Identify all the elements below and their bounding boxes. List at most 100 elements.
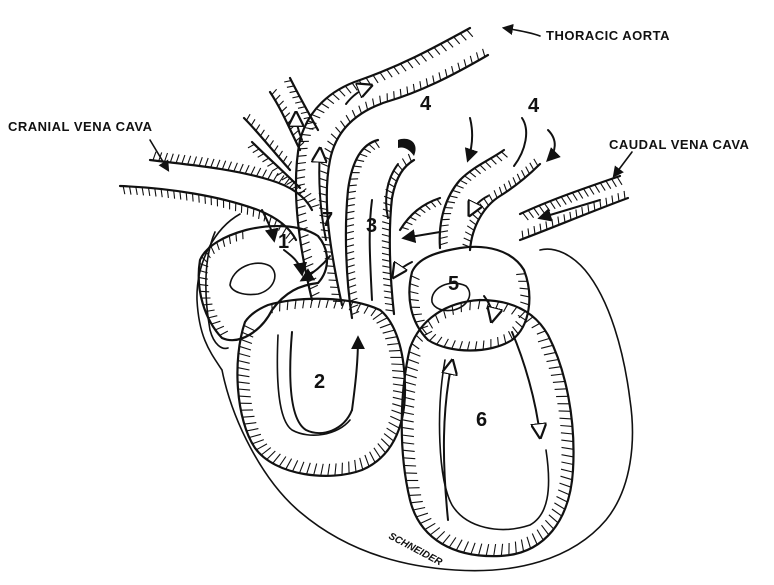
hatch-stroke (456, 185, 464, 188)
hatch-stroke (328, 464, 330, 476)
hatch-stroke (346, 252, 354, 254)
hatch-stroke (517, 174, 520, 182)
hatch-stroke (284, 113, 289, 118)
hatch-stroke (402, 443, 414, 444)
label-leaders (150, 28, 632, 176)
hatch-stroke (545, 203, 550, 211)
hatch-stroke (515, 542, 516, 554)
hatch-stroke (335, 463, 336, 475)
hatch-stroke (251, 119, 255, 125)
hatch-stroke (245, 165, 249, 173)
hatch-stroke (256, 444, 267, 450)
hatch-stroke (236, 233, 237, 241)
hatch-stroke (578, 191, 583, 199)
hatch-stroke (499, 187, 502, 195)
hatch-stroke (289, 237, 295, 243)
hatch-stroke (469, 172, 475, 177)
artist-signature: SCHNEIDER (387, 531, 445, 569)
hatch-stroke (371, 308, 376, 316)
hatch-stroke (200, 291, 209, 292)
hatch-stroke (557, 497, 568, 503)
hatch-stroke (552, 509, 562, 516)
hatch-stroke (496, 155, 502, 161)
hatch-stroke (267, 163, 273, 167)
hatch-stroke (312, 115, 321, 119)
hatch-stroke (425, 523, 435, 529)
hatch-stroke (494, 190, 497, 198)
hatch-stroke (359, 154, 367, 157)
hatch-stroke (394, 67, 400, 74)
hatch-stroke (558, 490, 569, 495)
hatch-stroke (416, 335, 423, 341)
hatch-stroke (262, 170, 266, 178)
hatch-stroke (346, 245, 354, 247)
hatch-stroke (321, 464, 324, 476)
hatch-stroke (467, 226, 474, 231)
hatch-stroke (445, 208, 453, 209)
hatch-stroke (595, 185, 600, 193)
hatch-stroke (319, 178, 327, 181)
hatch-stroke (257, 168, 261, 176)
hatch-stroke (292, 96, 299, 98)
hatch-stroke (407, 87, 408, 95)
hatch-stroke (369, 144, 375, 150)
hatch-stroke (359, 80, 364, 88)
hatch-stroke (561, 197, 566, 205)
hatch-stroke (346, 238, 354, 240)
hatch-stroke (287, 119, 292, 124)
hatch-stroke (428, 320, 433, 328)
hatch-stroke (562, 447, 574, 449)
hatch-stroke (410, 217, 417, 220)
hatch-stroke (347, 265, 355, 267)
hatch-stroke (346, 218, 354, 220)
hatch-stroke (421, 54, 427, 61)
hatch-stroke (304, 256, 313, 260)
hatch-stroke (483, 341, 484, 350)
hatch-stroke (380, 96, 381, 104)
hatch-stroke (600, 200, 601, 208)
hatch-stroke (561, 469, 573, 472)
hatch-stroke (406, 367, 418, 371)
hatch-stroke (373, 99, 375, 107)
hatch-stroke (305, 264, 313, 268)
hatch-stroke (373, 75, 378, 83)
hatch-stroke (537, 331, 546, 334)
hatch-stroke (327, 273, 335, 274)
hatch-stroke (365, 455, 369, 466)
hatch-stroke (302, 134, 311, 135)
hatch-stroke (570, 212, 571, 220)
hatch-stroke (273, 454, 281, 464)
hatch-stroke (220, 331, 228, 335)
hatch-stroke (522, 231, 523, 239)
hatch-stroke (180, 191, 181, 199)
hatch-stroke (383, 203, 391, 206)
hatch-stroke (321, 163, 329, 166)
hatch-stroke (341, 121, 346, 128)
hatch-stroke (263, 158, 269, 162)
hatch-stroke (387, 70, 392, 78)
hatch-stroke (516, 321, 523, 327)
hatch-stroke (258, 154, 264, 158)
hatch-stroke (513, 177, 516, 185)
hatch-stroke (389, 350, 401, 351)
hatch-stroke (547, 360, 559, 362)
hatch-stroke (339, 90, 345, 97)
hatch-stroke (520, 302, 529, 305)
label-thoracic-aorta: THORACIC AORTA (546, 28, 670, 43)
hatch-stroke (279, 151, 283, 157)
hatch-stroke (415, 212, 421, 216)
hatch-stroke (176, 154, 179, 163)
hatch-stroke (558, 217, 559, 225)
hatch-stroke (447, 202, 455, 203)
hatch-stroke (246, 114, 250, 120)
hatch-stroke (522, 170, 526, 177)
hatch-stroke (186, 192, 187, 200)
hatch-stroke (288, 161, 292, 167)
hatch-stroke (296, 177, 305, 179)
hatch-stroke (380, 73, 385, 81)
hatch-stroke (297, 206, 306, 209)
hatch-stroke (441, 44, 447, 51)
hatch-stroke (155, 188, 156, 196)
hatch-stroke (347, 205, 355, 207)
